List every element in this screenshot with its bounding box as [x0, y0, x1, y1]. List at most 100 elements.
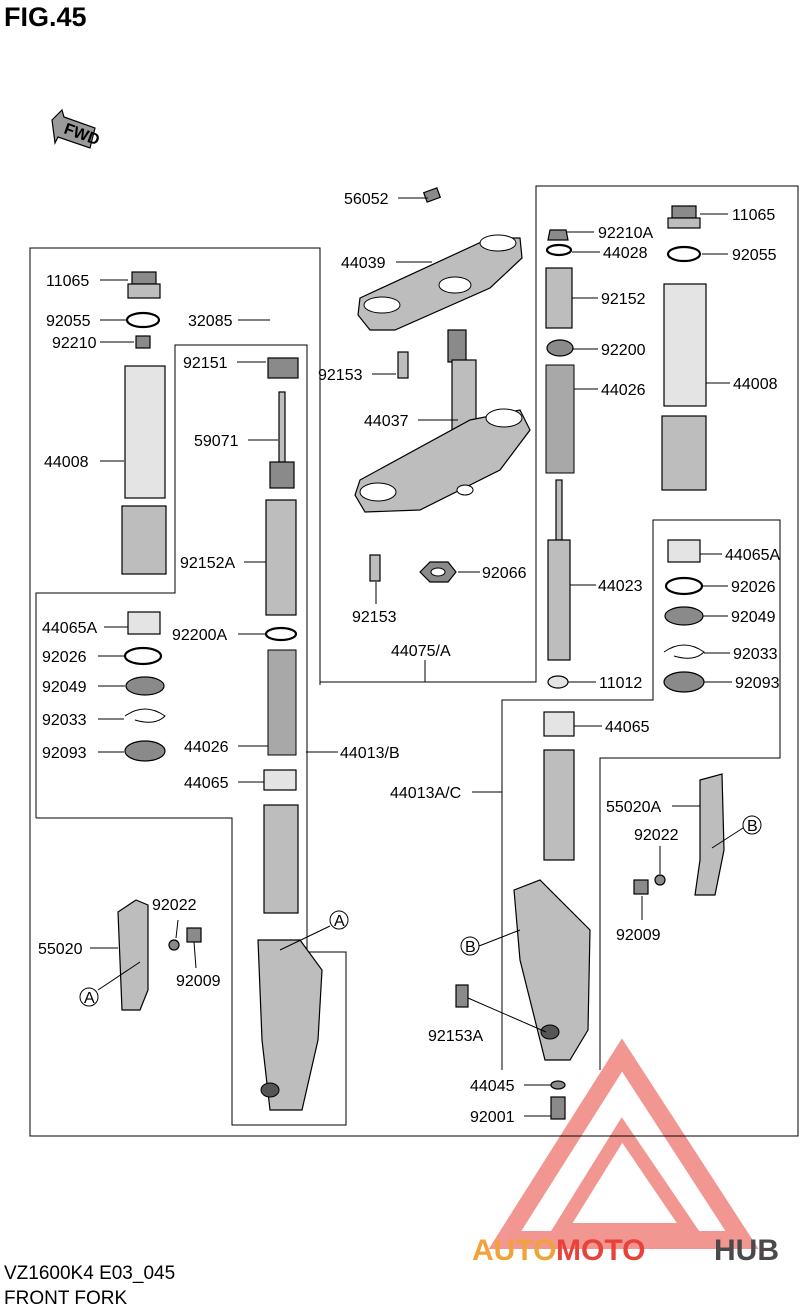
bushing-44065-left [263, 769, 297, 791]
washer-92022-left [168, 939, 180, 951]
label-44026-left: 44026 [184, 739, 229, 756]
o-ring-92055-right [666, 245, 702, 263]
ring-92200-right [546, 339, 574, 357]
label-92049-right: 92049 [731, 609, 776, 626]
dust-seal-92093-right [663, 671, 705, 693]
damper-rod-44023-right [547, 479, 571, 661]
ring-92200a-left [264, 626, 298, 642]
inner-tube-44013ac-right [513, 749, 591, 1061]
leader-lines [90, 197, 744, 1117]
bolt-92153-upper [397, 351, 409, 379]
bolt-92009-right [633, 879, 649, 895]
label-32085: 32085 [188, 313, 233, 330]
svg-text:MOTO: MOTO [556, 1234, 645, 1267]
fork-tube-44008-right [661, 283, 707, 491]
label-44045: 44045 [470, 1078, 515, 1095]
spring-44026-left [267, 649, 297, 756]
label-44026-right: 44026 [601, 382, 646, 399]
svg-text:B: B [747, 818, 758, 835]
clip-92033-right [663, 644, 705, 659]
label-44065-right: 44065 [605, 719, 650, 736]
bolt-92153a-right [455, 984, 469, 1008]
label-92022-right: 92022 [634, 827, 679, 844]
spring-44026-right [545, 364, 575, 474]
label-44008-left: 44008 [44, 454, 89, 471]
figure-name: FRONT FORK [4, 1288, 128, 1309]
label-44013b: 44013/B [340, 745, 400, 762]
callout-b-right: B [742, 815, 762, 835]
oil-seal-92049-right [664, 606, 704, 626]
label-44065-left: 44065 [184, 775, 229, 792]
label-44028: 44028 [603, 245, 648, 262]
svg-text:A: A [334, 913, 345, 930]
fwd-arrow-icon: FWD [51, 108, 102, 149]
washer-92022-right [654, 874, 666, 886]
washer-92026-right [664, 576, 704, 596]
label-59071: 59071 [194, 433, 239, 450]
label-92152a: 92152A [180, 555, 235, 572]
callout-b-center: B [460, 936, 480, 956]
label-44008-right: 44008 [733, 376, 778, 393]
nut-92210-left [135, 335, 151, 349]
svg-text:HUB: HUB [714, 1234, 779, 1267]
steering-stem-44037 [354, 329, 531, 513]
label-55020: 55020 [38, 941, 83, 958]
nut-92066 [419, 561, 457, 583]
svg-text:AUTO: AUTO [472, 1234, 556, 1267]
label-44023: 44023 [598, 578, 643, 595]
label-92153-top: 92153 [318, 367, 363, 384]
inner-tube-44013b-left [257, 804, 323, 1111]
bolt-92001-right [550, 1096, 566, 1120]
bolt-92153-lower [369, 554, 381, 582]
label-56052: 56052 [344, 191, 389, 208]
callout-a-left: A [79, 987, 99, 1007]
bolt-92009-left [186, 927, 202, 943]
label-92210-left: 92210 [52, 335, 97, 352]
label-92026-left: 92026 [42, 649, 87, 666]
label-92151: 92151 [183, 355, 228, 372]
bushing-44065-right [543, 711, 575, 737]
watermark-logo [488, 1038, 759, 1249]
washer-44028-right [545, 243, 573, 257]
fender-bracket-55020 [117, 899, 149, 1011]
figure-code: VZ1600K4 E03_045 [4, 1263, 176, 1284]
label-44037: 44037 [364, 413, 409, 430]
piston-92151-left [267, 357, 299, 379]
bush-11012-right [547, 675, 569, 689]
callout-a-center: A [329, 910, 349, 930]
label-92153-bottom: 92153 [352, 609, 397, 626]
label-92153a: 92153A [428, 1028, 483, 1045]
label-92033-right: 92033 [733, 646, 778, 663]
label-92001: 92001 [470, 1109, 515, 1126]
fender-bracket-55020a [694, 773, 725, 896]
label-92200a: 92200A [172, 627, 227, 644]
cylinder-92152-right [545, 267, 573, 329]
figure-title: FIG.45 [4, 2, 87, 32]
dust-seal-92093-left [124, 740, 166, 762]
label-44065a-left: 44065A [42, 620, 97, 637]
label-92210a: 92210A [598, 225, 653, 242]
upper-bracket-44039 [357, 187, 523, 331]
label-92033-left: 92033 [42, 712, 87, 729]
cap-bolt-11065-left [127, 271, 161, 299]
label-11065-left: 11065 [46, 273, 89, 290]
cap-bolt-11065-right [667, 205, 701, 229]
label-44013ac: 44013A/C [390, 785, 461, 802]
rod-59071-left [269, 391, 295, 489]
label-92093-right: 92093 [735, 675, 780, 692]
label-92093-left: 92093 [42, 745, 87, 762]
label-92049-left: 92049 [42, 679, 87, 696]
right-inner-frame [501, 519, 781, 1070]
bushing-44065a-right [667, 539, 701, 563]
o-ring-92055-left [125, 311, 161, 329]
label-44039: 44039 [341, 255, 386, 272]
oil-seal-92049-left [125, 676, 165, 696]
left-fork-frame [29, 185, 799, 1137]
label-44075a: 44075/A [391, 643, 451, 660]
label-55020a: 55020A [606, 799, 661, 816]
clip-92033-left [124, 708, 166, 723]
label-92055-right: 92055 [732, 247, 777, 264]
label-92055-left: 92055 [46, 313, 91, 330]
label-11012: 11012 [599, 675, 642, 692]
